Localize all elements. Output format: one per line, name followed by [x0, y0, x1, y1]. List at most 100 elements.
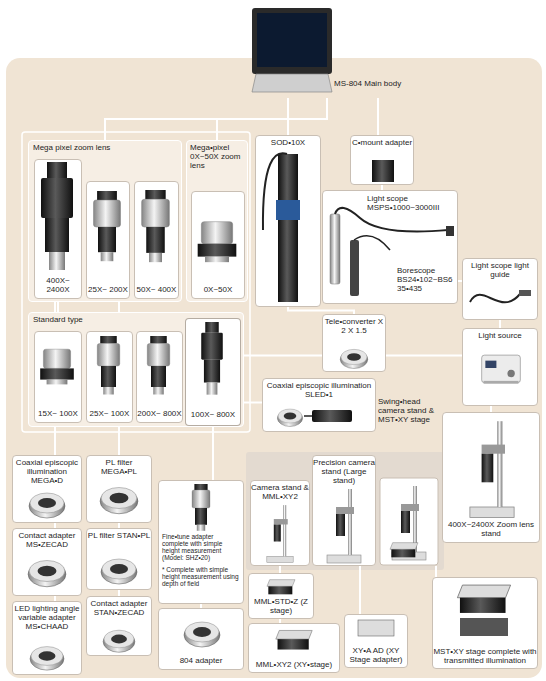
light-guide-illustration: [470, 290, 531, 302]
adapter-illustration: [30, 647, 64, 671]
lens-frame: [22, 132, 250, 432]
connector-line: [217, 98, 327, 140]
text-wrapper: 50X~ 400X: [135, 286, 178, 295]
component-label: SOD•10X: [256, 139, 320, 148]
component-box: Light source: [462, 328, 538, 406]
text-wrapper: 400X~ 2400X: [35, 277, 81, 295]
component-box: 0X~50X: [191, 191, 245, 299]
component-label: Coaxial episcopic illumination SLED•1: [263, 382, 375, 400]
component-box: 15X~ 100X: [34, 331, 82, 423]
component-label: Light source: [463, 332, 537, 341]
text-wrapper: SOD•10X: [256, 139, 320, 148]
lens-illustration: [41, 162, 73, 270]
component-box: C•mount adapter: [350, 135, 414, 185]
light-source-illustration: [482, 355, 521, 384]
component-label: Tele•converter X 2 X 1.5: [323, 318, 385, 336]
text-wrapper: MML•STD•Z (Z stage): [249, 598, 313, 616]
component-box: Swing•head camera stand & MST•XY stage: [378, 395, 440, 566]
stand-illustration: [327, 489, 361, 563]
component-box: XY•A AD (XY Stage adapter): [344, 614, 408, 668]
adapter-illustration: [28, 561, 66, 587]
text-wrapper: MS-804 Main body: [334, 80, 406, 89]
lens-illustration: [201, 322, 223, 395]
component-box: LED lighting angle variable adapter MS•C…: [12, 601, 82, 675]
stand-illustration: [392, 486, 426, 560]
light-guide-cable: [470, 294, 520, 302]
connector-line: [105, 98, 327, 140]
connector-line: [435, 566, 437, 577]
component-box: PL filter STAN•PL: [86, 528, 152, 590]
connector-line: [499, 320, 501, 328]
component-box: PL filter MEGA•PL: [86, 455, 152, 523]
component-label: PL filter STAN•PL: [87, 532, 151, 541]
scope-probe: [335, 208, 448, 232]
component-box: 25X~ 200X: [86, 181, 130, 299]
group-box: Standard type15X~ 100X25X~ 100X200X~ 800…: [28, 312, 244, 427]
component-label: MS-804 Main body: [334, 80, 406, 89]
text-wrapper: 25X~ 200X: [87, 286, 129, 295]
teleconverter-illustration: [340, 349, 368, 368]
connector-line: [244, 402, 262, 404]
connector-line: [359, 566, 361, 614]
lens-illustration: [198, 222, 237, 262]
component-label: 50X~ 400X: [135, 286, 178, 295]
group-box: Mega•pixel 0X~50X zoom lens 0X~50X: [186, 140, 248, 302]
component-label: 200X~ 800X: [137, 410, 182, 419]
adapter-plate: [358, 620, 394, 636]
scope-handle: [330, 214, 340, 284]
component-label: LED lighting angle variable adapter MS•C…: [13, 605, 81, 632]
filter-illustration: [29, 493, 65, 518]
component-label: Light scope MSPS•1000~3000III: [367, 195, 455, 213]
component-label: Coaxial episcopic illumination MEGA•D: [13, 459, 81, 486]
text-wrapper: Light scope light guide: [463, 262, 537, 280]
text-wrapper: 200X~ 800X: [137, 410, 182, 419]
sod-body: [278, 154, 298, 302]
component-box: MML•STD•Z (Z stage): [248, 573, 314, 619]
component-label: XY•A AD (XY Stage adapter): [345, 647, 407, 665]
component-box: MST•XY stage complete with transmitted i…: [432, 577, 538, 669]
adapter-illustration: [103, 630, 135, 652]
text-wrapper: Coaxial episcopic illumination SLED•1: [263, 382, 375, 400]
text-wrapper: C•mount adapter: [351, 139, 413, 148]
component-box: Camera stand & MML•XY2: [250, 480, 310, 566]
text-wrapper: 804 adapter: [159, 657, 243, 666]
component-label: 25X~ 200X: [87, 286, 129, 295]
component-label: C•mount adapter: [351, 139, 413, 148]
sod-band: [276, 200, 300, 220]
monitor-illustration: [252, 8, 332, 92]
lens-illustration: [142, 190, 170, 262]
sled-illustration: [277, 409, 352, 427]
text-wrapper: Contact adapter MS•ZECAD: [13, 532, 81, 550]
filter-illustration: [101, 559, 137, 584]
text-wrapper: 25X~ 100X: [87, 410, 132, 419]
text-wrapper: Precision camera stand (Large stand): [313, 459, 375, 486]
component-box: 25X~ 100X: [86, 331, 133, 423]
component-box: 400X~ 2400X: [34, 159, 82, 299]
text-wrapper: Borescope BS24•102~BS6 35•435: [397, 267, 457, 294]
component-box: MS-804 Main body: [248, 6, 406, 98]
sod-cable: [263, 153, 287, 230]
sled-unit: [312, 410, 352, 422]
component-label: Mega pixel zoom lens: [33, 144, 179, 153]
stage-illustration: [457, 585, 510, 613]
cmount-illustration: [372, 160, 394, 182]
component-label: MST•XY stage complete with transmitted i…: [433, 648, 537, 666]
component-box: SOD•10X: [255, 135, 321, 307]
sod-illustration: [263, 153, 300, 302]
text-wrapper: XY•A AD (XY Stage adapter): [345, 647, 407, 665]
text-wrapper: Light source: [463, 332, 537, 341]
text-wrapper: Camera stand & MML•XY2: [251, 484, 309, 502]
component-label: PL filter MEGA•PL: [87, 459, 151, 477]
stage-illustration: [276, 630, 312, 649]
borescope-probe: [354, 236, 390, 250]
keyboard-base: [252, 74, 332, 92]
component-label: 0X~50X: [192, 286, 244, 295]
component-label: Mega•pixel 0X~50X zoom lens: [190, 144, 246, 171]
component-box: Contact adapter MS•ZECAD: [12, 528, 82, 596]
lens-illustration: [40, 349, 74, 384]
component-label: Borescope BS24•102~BS6 35•435: [397, 267, 457, 294]
component-label: 25X~ 100X: [87, 410, 132, 419]
lens-illustration: [147, 336, 170, 395]
component-box: 200X~ 800X: [136, 331, 183, 423]
